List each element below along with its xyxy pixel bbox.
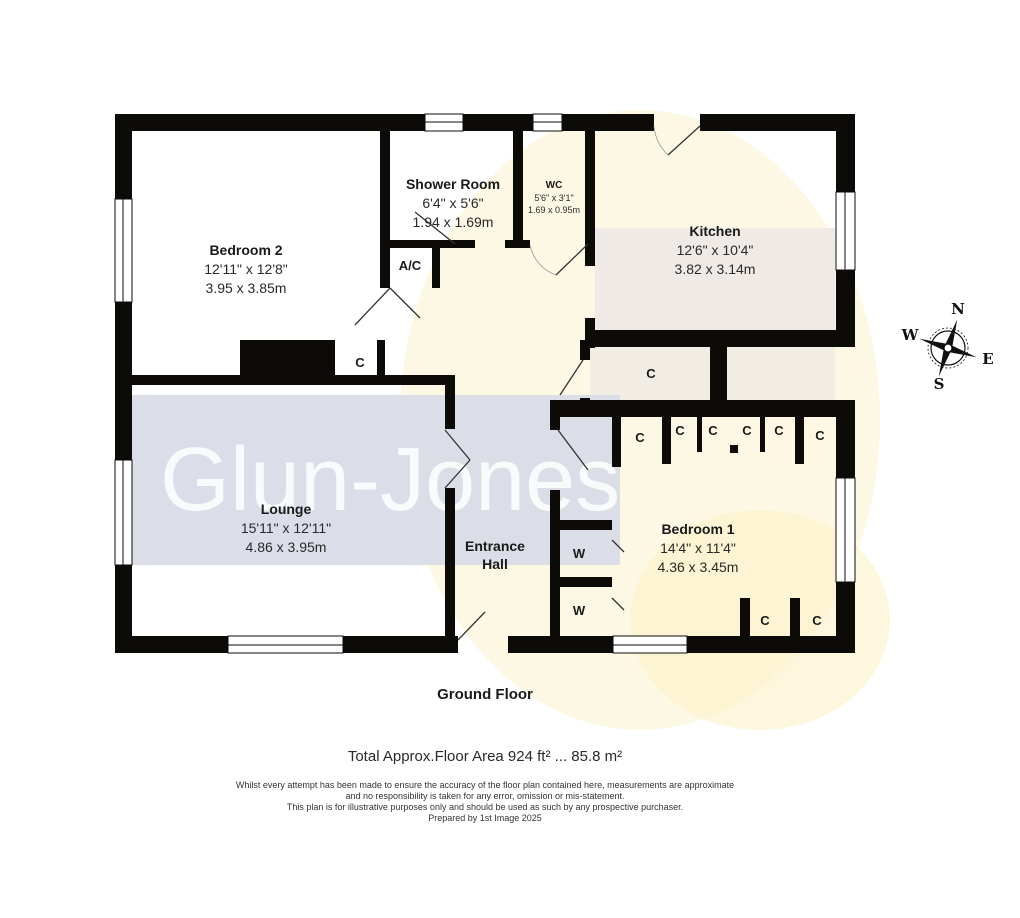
background-tints (400, 110, 890, 730)
watermark-band (130, 395, 620, 565)
cupboard-label: C (760, 613, 770, 628)
cupboard-label: C (812, 613, 822, 628)
room-bedroom-2: Bedroom 2 12'11" x 12'8" 3.95 x 3.85m (204, 242, 288, 296)
room-dimensions-metric: 3.95 x 3.85m (206, 280, 287, 296)
floor-label: Ground Floor (437, 686, 533, 703)
total-floor-area: Total Approx.Floor Area 924 ft² ... 85.8… (347, 748, 623, 765)
walls (114, 113, 856, 654)
svg-text:Shower Room: Shower Room (406, 176, 500, 192)
svg-text:15'11" x 12'11": 15'11" x 12'11" (241, 520, 331, 536)
cupboard-label: C (675, 423, 685, 438)
svg-text:4.86 x 3.95m: 4.86 x 3.95m (246, 539, 327, 555)
compass-west: W (901, 326, 920, 344)
svg-text:1.94 x 1.69m: 1.94 x 1.69m (413, 214, 494, 230)
disclaimer-line: Whilst every attempt has been made to en… (235, 780, 735, 790)
room-bedroom-1: Bedroom 1 14'4" x 11'4" 4.36 x 3.45m (658, 521, 739, 575)
door-swings (354, 125, 701, 641)
cupboard-label: C (635, 430, 645, 445)
cupboard-label: C (815, 428, 825, 443)
room-lounge: Lounge 15'11" x 12'11" 4.86 x 3.95m (241, 501, 331, 555)
wardrobe-label: W (573, 603, 586, 618)
svg-text:5'6" x 3'1": 5'6" x 3'1" (534, 193, 573, 203)
cupboard-label: C (355, 355, 365, 370)
compass-south: S (934, 375, 945, 393)
cupboard-labels: A/C C C C C C C C C C C W W (355, 258, 825, 628)
disclaimer-line: This plan is for illustrative purposes o… (286, 802, 684, 812)
svg-text:3.82 x 3.14m: 3.82 x 3.14m (675, 261, 756, 277)
svg-text:Kitchen: Kitchen (689, 223, 740, 239)
room-wc: WC 5'6" x 3'1" 1.69 x 0.95m (528, 180, 580, 215)
svg-text:WC: WC (546, 180, 563, 191)
disclaimer-line: and no responsibility is taken for any e… (345, 791, 625, 801)
compass-east: E (982, 350, 993, 368)
room-dimensions-imperial: 12'11" x 12'8" (204, 261, 288, 277)
room-name: Bedroom 2 (209, 242, 282, 258)
svg-text:Bedroom 1: Bedroom 1 (661, 521, 734, 537)
watermark-text: Glun-Jones (160, 430, 620, 530)
wardrobe-label: W (573, 546, 586, 561)
svg-text:Hall: Hall (482, 556, 508, 572)
prepared-by: Prepared by 1st Image 2025 (428, 813, 542, 823)
svg-text:4.36 x 3.45m: 4.36 x 3.45m (658, 559, 739, 575)
cupboard-label: C (742, 423, 752, 438)
room-shower-room: Shower Room 6'4" x 5'6" 1.94 x 1.69m (406, 176, 500, 230)
compass-icon: N S E W (901, 300, 994, 393)
svg-text:14'4" x 11'4": 14'4" x 11'4" (660, 540, 736, 556)
room-kitchen: Kitchen 12'6" x 10'4" 3.82 x 3.14m (675, 223, 756, 277)
cupboard-label: C (646, 366, 656, 381)
svg-text:Lounge: Lounge (261, 501, 312, 517)
svg-text:6'4" x 5'6": 6'4" x 5'6" (422, 195, 483, 211)
airing-cupboard-label: A/C (399, 258, 422, 273)
room-entrance-hall: Entrance Hall (465, 538, 525, 572)
cupboard-label: C (774, 423, 784, 438)
svg-text:1.69 x 0.95m: 1.69 x 0.95m (528, 205, 580, 215)
compass-north: N (951, 300, 965, 318)
svg-text:Entrance: Entrance (465, 538, 525, 554)
disclaimer: Whilst every attempt has been made to en… (0, 780, 970, 824)
svg-text:12'6" x 10'4": 12'6" x 10'4" (677, 242, 754, 258)
cupboard-label: C (708, 423, 718, 438)
